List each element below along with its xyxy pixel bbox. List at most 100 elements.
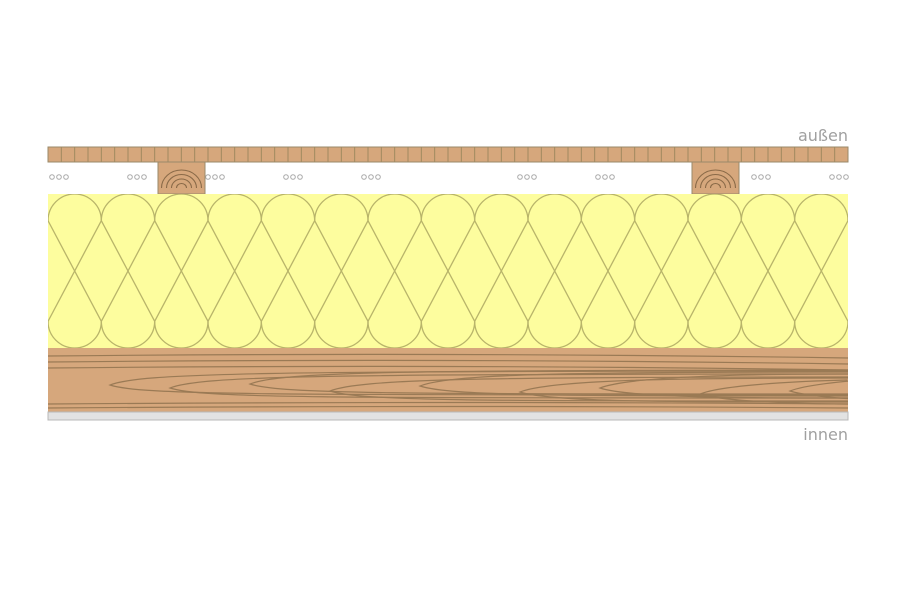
insulation-bottom-arc [420, 321, 476, 348]
grain-arc [418, 371, 848, 397]
dot [843, 174, 849, 180]
dot [361, 174, 367, 180]
dot [368, 174, 374, 180]
grain-line [48, 353, 848, 359]
insulation-line [687, 220, 742, 322]
batten [157, 161, 206, 195]
insulation-bottom-arc [367, 321, 422, 348]
batten [691, 161, 740, 195]
insulation-top-arc [580, 194, 636, 221]
dot [127, 174, 133, 180]
dot [290, 174, 296, 180]
insulation-line [847, 319, 848, 322]
insulation-bottom-arc [740, 321, 796, 348]
insulation-top-arc [367, 194, 422, 221]
dot [219, 174, 225, 180]
dot [375, 174, 381, 180]
insulation-line [474, 220, 529, 322]
dot [56, 174, 62, 180]
insulation-line [207, 220, 262, 322]
battens [157, 161, 740, 195]
insulation-bottom-arc [474, 321, 529, 348]
outside-label: außen [797, 126, 848, 145]
insulation-line [740, 220, 796, 322]
grain-arc [168, 373, 848, 399]
wood-grain [48, 353, 848, 409]
grain-line [48, 359, 848, 365]
dot [836, 174, 842, 180]
insulation-top-arc [740, 194, 796, 221]
insulation-bottom-arc [847, 321, 848, 327]
dot [531, 174, 537, 180]
insulation-line [260, 220, 316, 322]
insulation-top-arc [420, 194, 476, 221]
insulation-line [100, 220, 156, 322]
dot [49, 174, 55, 180]
insulation-top-arc [314, 194, 369, 221]
insulation-line [580, 220, 636, 322]
grain-line [48, 365, 848, 371]
dot [517, 174, 523, 180]
dot [212, 174, 218, 180]
insulation-top-arc [634, 194, 689, 221]
dot [524, 174, 530, 180]
insulation-line [634, 220, 689, 322]
dot [205, 174, 211, 180]
grain-arc [328, 376, 848, 402]
insulation-bottom-arc [687, 321, 742, 348]
board-joints [60, 147, 836, 162]
insulation-bottom-arc [527, 321, 582, 348]
dot [595, 174, 601, 180]
dot [63, 174, 69, 180]
insulation-line [367, 220, 422, 322]
insulation-bottom-arc [580, 321, 636, 348]
grain-arc [788, 377, 848, 401]
insulation-top-arc [154, 194, 209, 221]
insulation-top-arc [260, 194, 316, 221]
plaster-layer [47, 411, 849, 421]
dot [765, 174, 771, 180]
grain-line [48, 401, 848, 405]
insulation-top-arc [474, 194, 529, 221]
grain-arc [598, 373, 848, 399]
insulation-bottom-arc [794, 321, 848, 348]
air-gap-dots [49, 174, 849, 180]
dot [283, 174, 289, 180]
insulation-top-arc [48, 215, 49, 221]
dot [134, 174, 140, 180]
insulation-line [527, 220, 582, 322]
insulation-line [154, 220, 209, 322]
insulation-bottom-arc [48, 321, 102, 348]
insulation-line [48, 319, 49, 322]
insulation-line [420, 220, 476, 322]
inside-label: innen [803, 425, 848, 444]
dot [751, 174, 757, 180]
insulation-top-arc [527, 194, 582, 221]
grain-line [48, 405, 848, 409]
dot [602, 174, 608, 180]
dot [758, 174, 764, 180]
insulation-bottom-arc [48, 321, 49, 327]
insulation-top-arc [794, 194, 848, 221]
insulation-line [48, 220, 102, 322]
grain-arc [518, 377, 848, 403]
insulation-top-arc [687, 194, 742, 221]
insulation-line [794, 220, 848, 322]
insulation-top-arc [48, 194, 102, 221]
insulation-bottom-arc [634, 321, 689, 348]
insulation-top-arc [100, 194, 156, 221]
insulation-pattern [48, 194, 848, 348]
insulation-line [847, 220, 848, 223]
insulation-line [48, 220, 49, 223]
dot [297, 174, 303, 180]
dot [141, 174, 147, 180]
insulation-top-arc [207, 194, 262, 221]
dot [609, 174, 615, 180]
insulation-bottom-arc [314, 321, 369, 348]
insulation-bottom-arc [260, 321, 316, 348]
insulation-top-arc [847, 215, 848, 221]
insulation-line [314, 220, 369, 322]
insulation-bottom-arc [154, 321, 209, 348]
insulation-bottom-arc [207, 321, 262, 348]
